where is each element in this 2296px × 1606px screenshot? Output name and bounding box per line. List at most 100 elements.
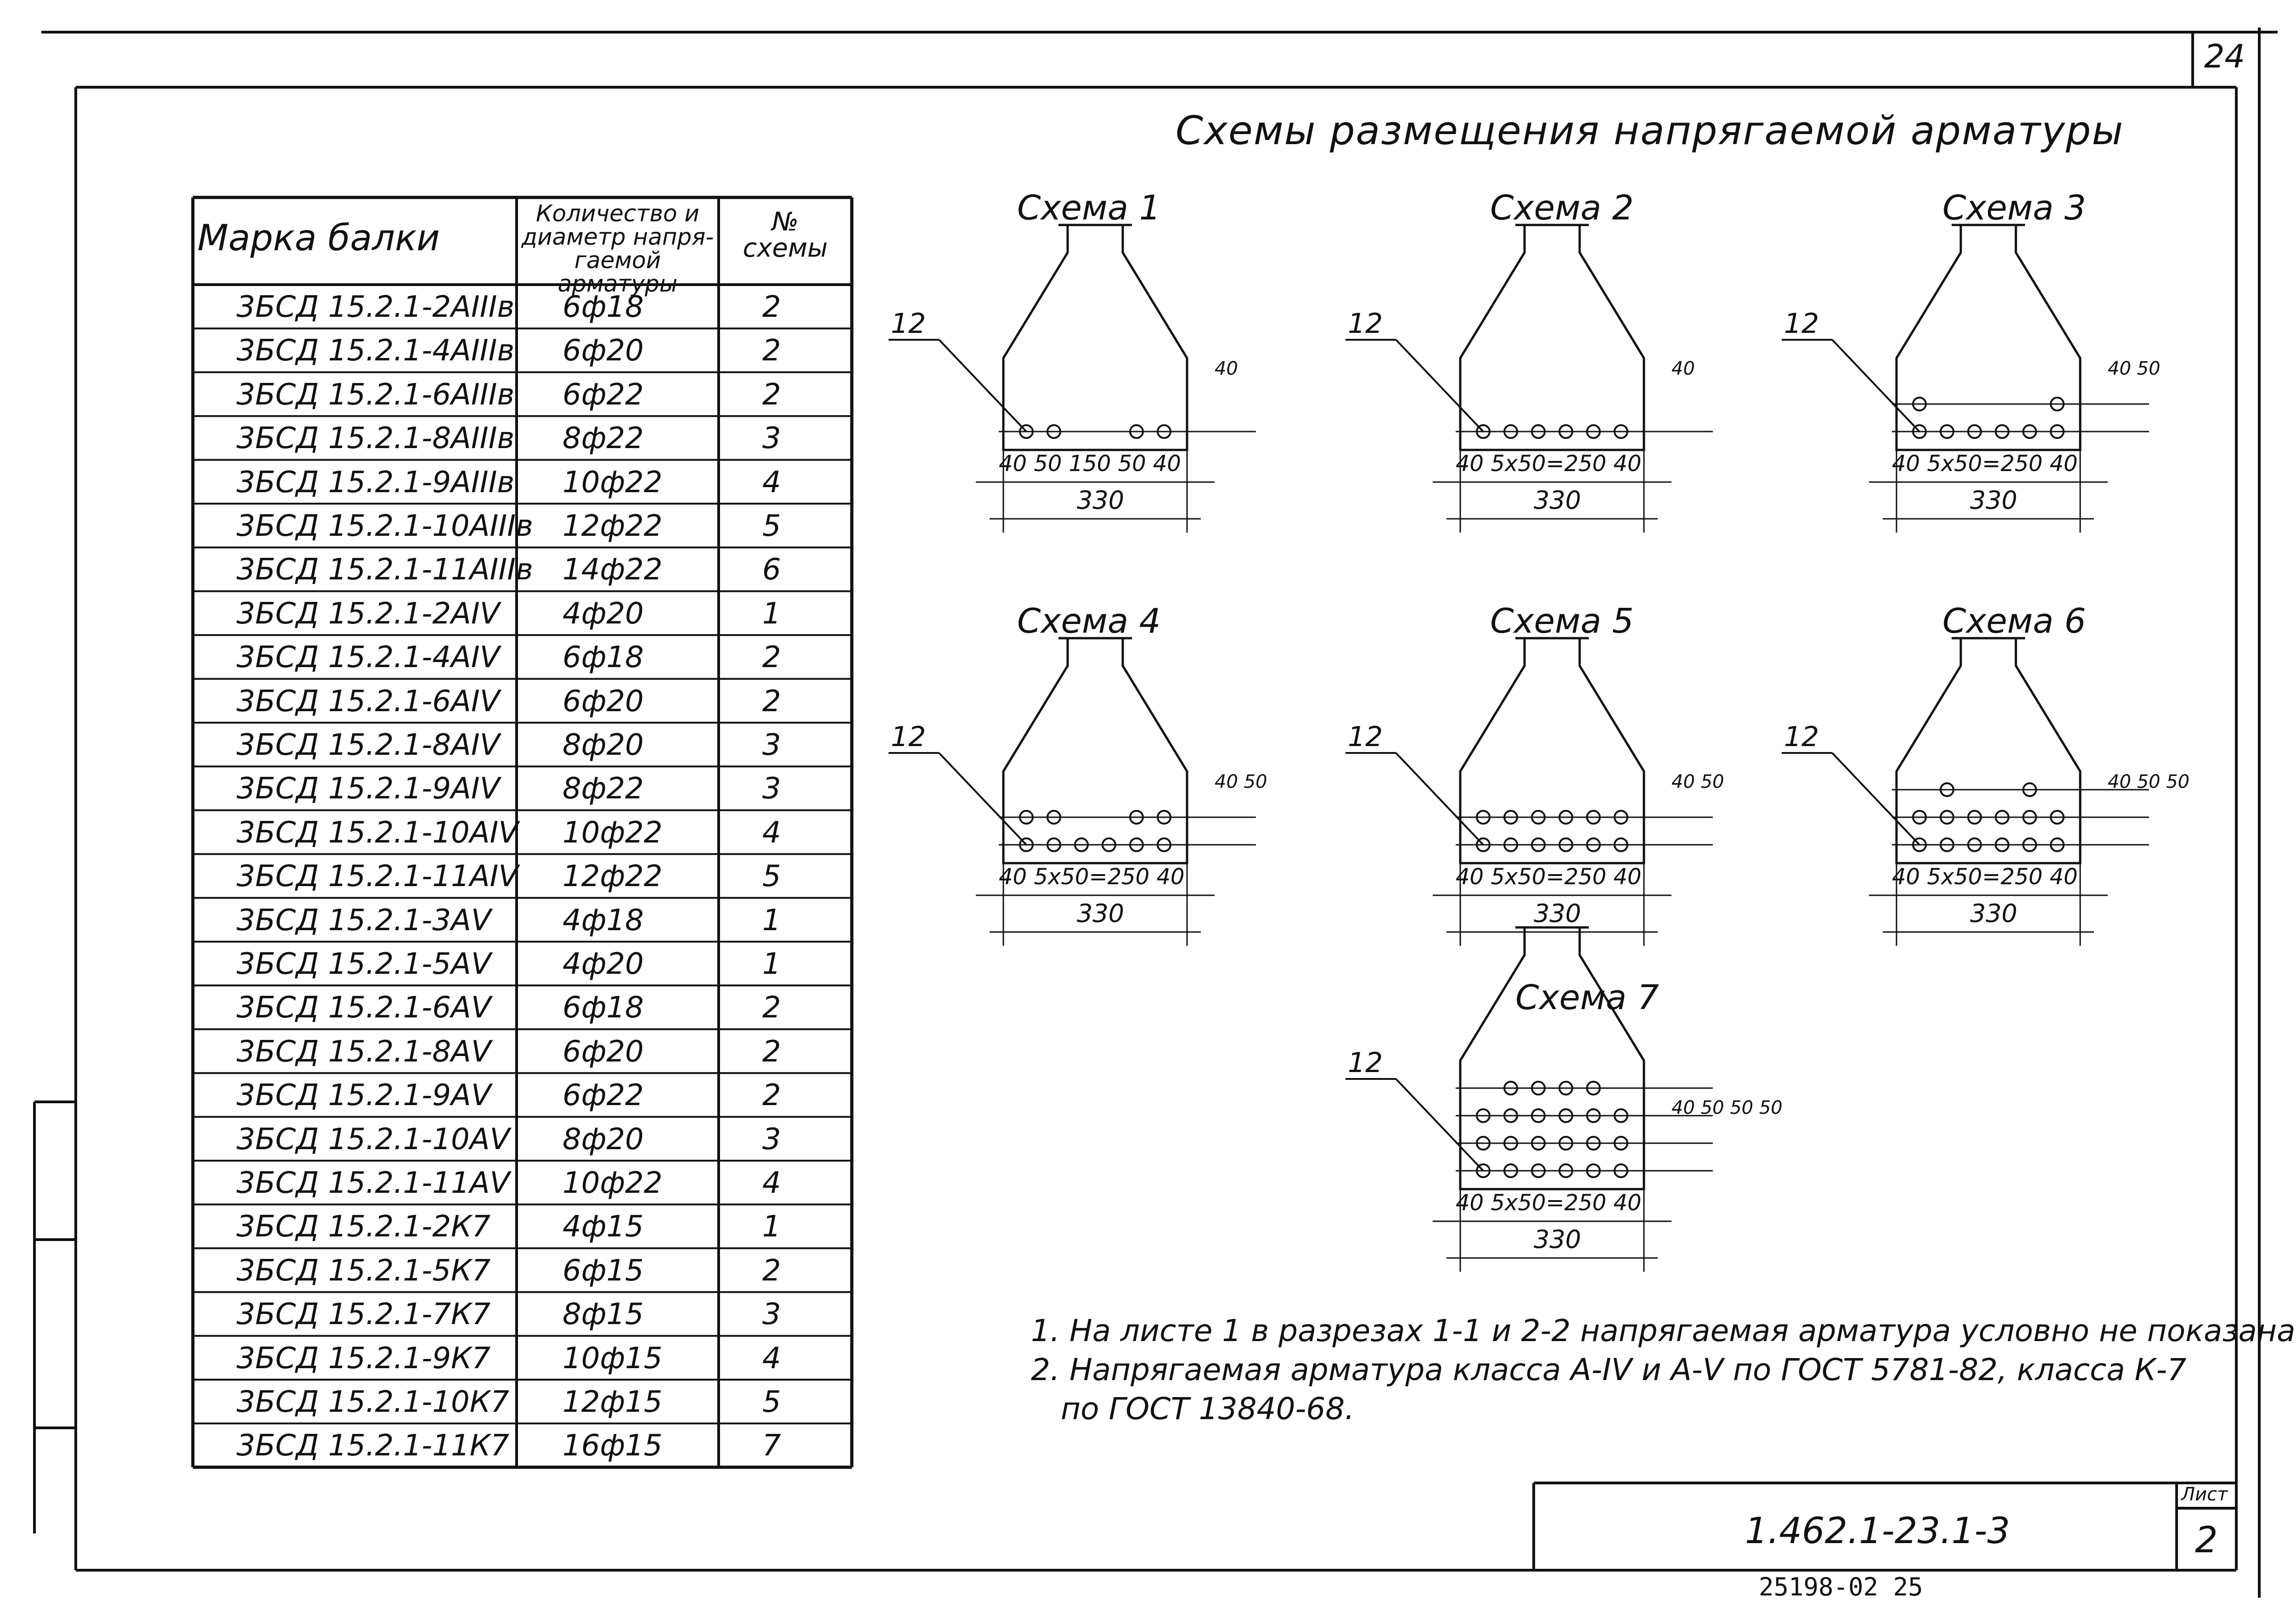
scheme-title: Схема 5	[1490, 601, 1634, 641]
table-cell-scheme: 6	[762, 553, 781, 587]
rebar-circle	[1531, 1163, 1546, 1178]
rebar-circle	[1614, 1108, 1628, 1123]
rebar-circle	[2022, 810, 2037, 825]
rebar-circle	[1531, 1108, 1546, 1123]
callout-leader	[1395, 1078, 1484, 1172]
table-cell-qty: 12ф22	[563, 509, 663, 543]
rebar-circle	[1559, 1108, 1573, 1123]
rebar-circle	[1503, 1108, 1518, 1123]
rebar-circle	[1476, 1163, 1491, 1178]
scheme-title: Схема 2	[1490, 188, 1634, 228]
table-cell-qty: 10ф22	[563, 465, 663, 500]
rebar-circle	[1129, 424, 1144, 439]
scheme-callout: 12	[1348, 1047, 1383, 1079]
rebar-circle	[1995, 810, 2009, 825]
rebar-circle	[1102, 837, 1116, 852]
table-header-qty-line1: Количество и	[536, 200, 699, 227]
rebar-circle	[1614, 1136, 1628, 1151]
rebar-circle	[1912, 424, 1927, 439]
table-header-scheme-line2: схемы	[743, 233, 828, 264]
table-cell-mark: 3БСД 15.2.1-2АIIIв	[236, 290, 515, 324]
table-cell-scheme: 2	[762, 334, 781, 368]
callout-leader	[1395, 339, 1484, 432]
table-cell-scheme: 4	[762, 465, 781, 500]
table-cell-qty: 8ф15	[563, 1297, 644, 1332]
rebar-circle	[1047, 837, 1061, 852]
scheme-width: 330	[1534, 1225, 1581, 1254]
table-cell-scheme: 1	[762, 947, 781, 981]
rebar-circle	[1157, 424, 1171, 439]
table-cell-scheme: 2	[762, 1034, 781, 1069]
rebar-circle	[1614, 424, 1628, 439]
table-cell-mark: 3БСД 15.2.1-10К7	[236, 1385, 509, 1419]
scheme-dims: 40 5х50=250 40	[1892, 864, 2078, 890]
rebar-circle	[1503, 1163, 1518, 1178]
rebar-circle	[1019, 424, 1034, 439]
rebar-circle	[1019, 837, 1034, 852]
table-cell-mark: 3БСД 15.2.1-6АIV	[236, 684, 500, 719]
rebar-circle	[1531, 424, 1546, 439]
rebar-circle	[1559, 1136, 1573, 1151]
rebar-circle	[1967, 837, 1982, 852]
table-cell-scheme: 7	[762, 1429, 781, 1463]
rebar-circle	[1476, 424, 1491, 439]
table-cell-qty: 6ф20	[563, 684, 644, 719]
scheme-dims: 40 5х50=250 40	[1456, 864, 1642, 890]
rebar-circle	[2022, 837, 2037, 852]
rebar-circle	[1559, 810, 1573, 825]
scheme-side-dims: 40	[1671, 358, 1695, 379]
table-cell-mark: 3БСД 15.2.1-11АV	[236, 1166, 510, 1200]
scheme-width: 330	[1077, 486, 1125, 515]
table-cell-qty: 4ф20	[563, 947, 644, 981]
table-cell-qty: 10ф22	[563, 1166, 663, 1200]
table-cell-qty: 4ф15	[563, 1210, 644, 1244]
table-cell-mark: 3БСД 15.2.1-9АV	[236, 1078, 491, 1113]
rebar-circle	[2022, 782, 2037, 797]
rebar-circle	[1503, 1081, 1518, 1095]
table-cell-qty: 6ф15	[563, 1253, 644, 1288]
scheme-dims: 40 5х50=250 40	[999, 864, 1185, 890]
table-cell-mark: 3БСД 15.2.1-5АV	[236, 947, 491, 981]
table-cell-qty: 4ф20	[563, 596, 644, 631]
callout-leader	[1831, 752, 1920, 846]
table-cell-scheme: 3	[762, 728, 781, 762]
rebar-circle	[1157, 810, 1171, 825]
scheme-width: 330	[1970, 899, 2018, 928]
table-cell-scheme: 5	[762, 859, 781, 894]
table-cell-scheme: 1	[762, 1210, 781, 1244]
scheme-side-dims: 40 50	[1215, 771, 1267, 792]
table-cell-scheme: 2	[762, 1078, 781, 1113]
rebar-circle	[1047, 424, 1061, 439]
table-cell-scheme: 2	[762, 377, 781, 412]
table-cell-mark: 3БСД 15.2.1-8АIV	[236, 728, 500, 762]
table-header-scheme-line1: №	[771, 207, 799, 237]
beam-outline	[1002, 225, 1188, 451]
table-cell-scheme: 2	[762, 1253, 781, 1288]
rebar-circle	[1476, 1108, 1491, 1123]
table-cell-qty: 4ф18	[563, 903, 644, 938]
table-cell-mark: 3БСД 15.2.1-9К7	[236, 1341, 491, 1376]
callout-leader	[938, 339, 1027, 432]
table-cell-mark: 3БСД 15.2.1-9АIIIв	[236, 465, 515, 500]
rebar-circle	[1531, 837, 1546, 852]
rebar-circle	[1476, 810, 1491, 825]
scheme-side-dims: 40 50	[2108, 358, 2161, 379]
scheme-title: Схема 6	[1942, 601, 2086, 641]
table-cell-qty: 6ф18	[563, 290, 644, 324]
rebar-circle	[1531, 1081, 1546, 1095]
scheme-dims: 40 5х50=250 40	[1892, 451, 2078, 477]
rebar-circle	[1912, 397, 1927, 411]
rebar-circle	[1614, 1163, 1628, 1178]
scheme-side-dims: 40 50 50	[2108, 771, 2190, 792]
scheme-title: Схема 3	[1942, 188, 2086, 228]
table-cell-qty: 8ф22	[563, 421, 644, 456]
table-cell-qty: 10ф15	[563, 1341, 663, 1376]
scheme-callout: 12	[1348, 721, 1383, 753]
scheme-width: 330	[1077, 899, 1125, 928]
scheme-width: 330	[1970, 486, 2018, 515]
table-cell-scheme: 1	[762, 903, 781, 938]
table-cell-scheme: 3	[762, 772, 781, 806]
callout-leader	[1831, 339, 1920, 432]
rebar-circle	[1503, 810, 1518, 825]
table-header-qty-line3: гаемой арматуры	[557, 247, 678, 297]
